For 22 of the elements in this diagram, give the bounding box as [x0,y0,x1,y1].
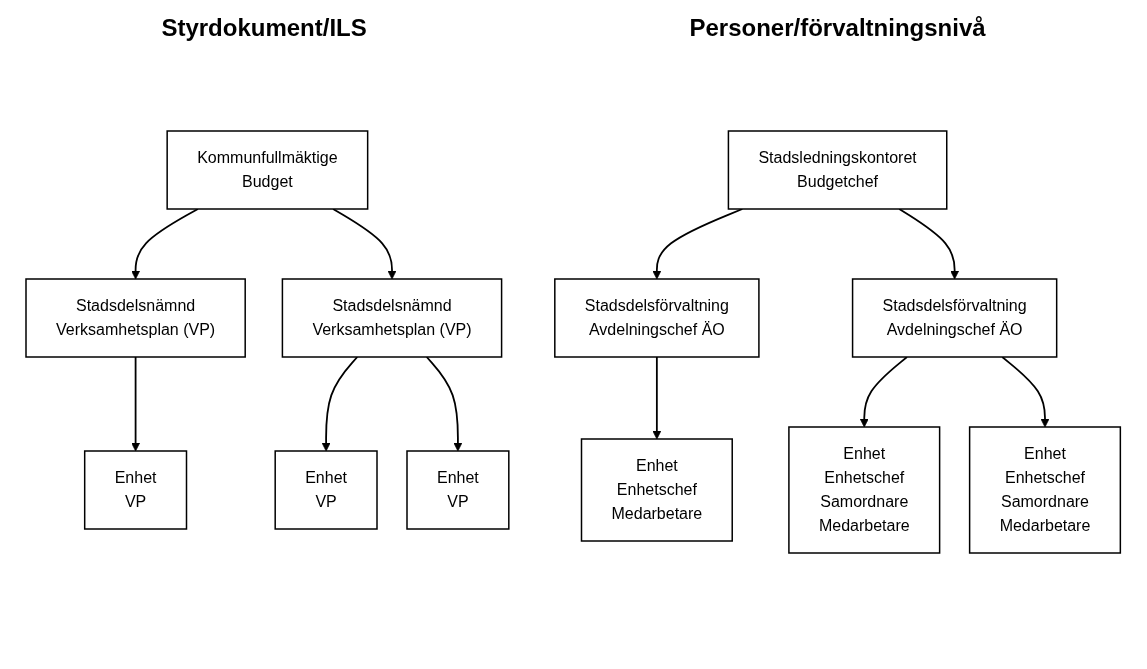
node-box: Stadsdelsförvaltning Avdelningschef ÄO [554,278,760,358]
node-box: Enhet VP [84,450,188,530]
node-box: Stadsdelsnämnd Verksamhetsplan (VP) [25,278,247,358]
arrow [426,356,463,452]
arrow [652,356,662,440]
column-heading: Personer/förvaltningsnivå [689,14,986,42]
arrow [860,356,909,428]
node-box: Enhet VP [406,450,510,530]
column-heading: Styrdokument/ILS [161,14,367,42]
node-box: Enhet VP [274,450,379,530]
node-box: Stadsledningskontoret Budgetchef [728,130,948,210]
node-box: Enhet Enhetschef Medarbetare [581,438,734,542]
arrow [322,356,359,452]
arrow [1001,356,1050,428]
node-box: Stadsdelsförvaltning Avdelningschef ÄO [852,278,1058,358]
node-box: Enhet Enhetschef Samordnare Medarbetare [788,426,941,554]
arrow [332,208,397,280]
node-box: Enhet Enhetschef Samordnare Medarbetare [969,426,1122,554]
node-box: Stadsdelsnämnd Verksamhetsplan (VP) [282,278,503,358]
arrow [898,208,960,280]
arrow [131,356,141,452]
node-box: Kommunfullmäktige Budget [166,130,369,210]
